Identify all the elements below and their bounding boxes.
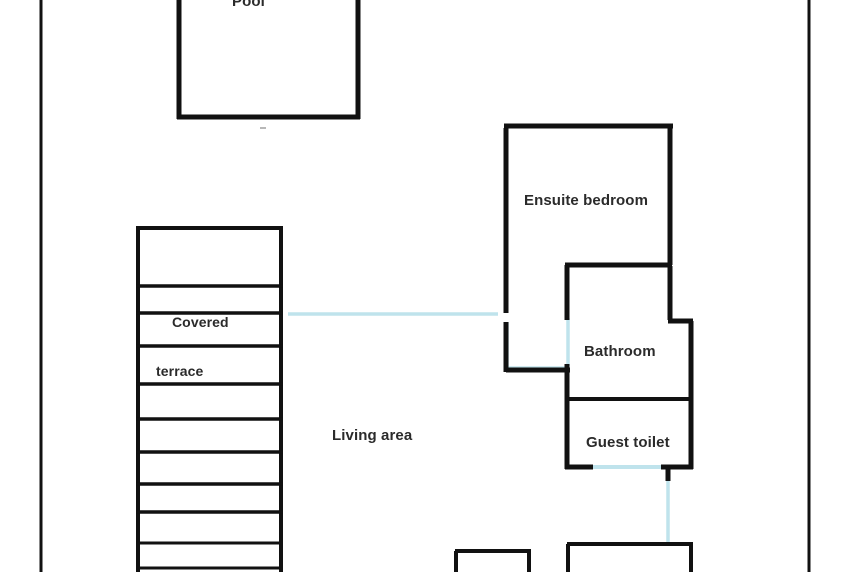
room-label-pool: Pool bbox=[232, 0, 265, 10]
room-label-guest-toilet: Guest toilet bbox=[586, 434, 670, 451]
lower-rooms-group bbox=[454, 542, 693, 572]
room-label-living-area: Living area bbox=[332, 427, 413, 444]
guest-toilet-group bbox=[564, 399, 694, 481]
room-label-covered-terrace: Covered terrace bbox=[156, 292, 229, 422]
room-label-ensuite-bedroom: Ensuite bedroom bbox=[524, 192, 649, 209]
plot-boundary-group bbox=[39, 0, 811, 572]
room-label-bathroom: Bathroom bbox=[584, 343, 656, 360]
pool-walls-group bbox=[176, 0, 361, 120]
room-label-covered-terrace-line2: terrace bbox=[156, 362, 204, 379]
room-label-covered-terrace-line1: Covered bbox=[171, 314, 229, 331]
bathroom-group bbox=[564, 265, 694, 401]
covered-terrace-group bbox=[136, 226, 283, 572]
ensuite-bedroom-group bbox=[503, 123, 673, 373]
